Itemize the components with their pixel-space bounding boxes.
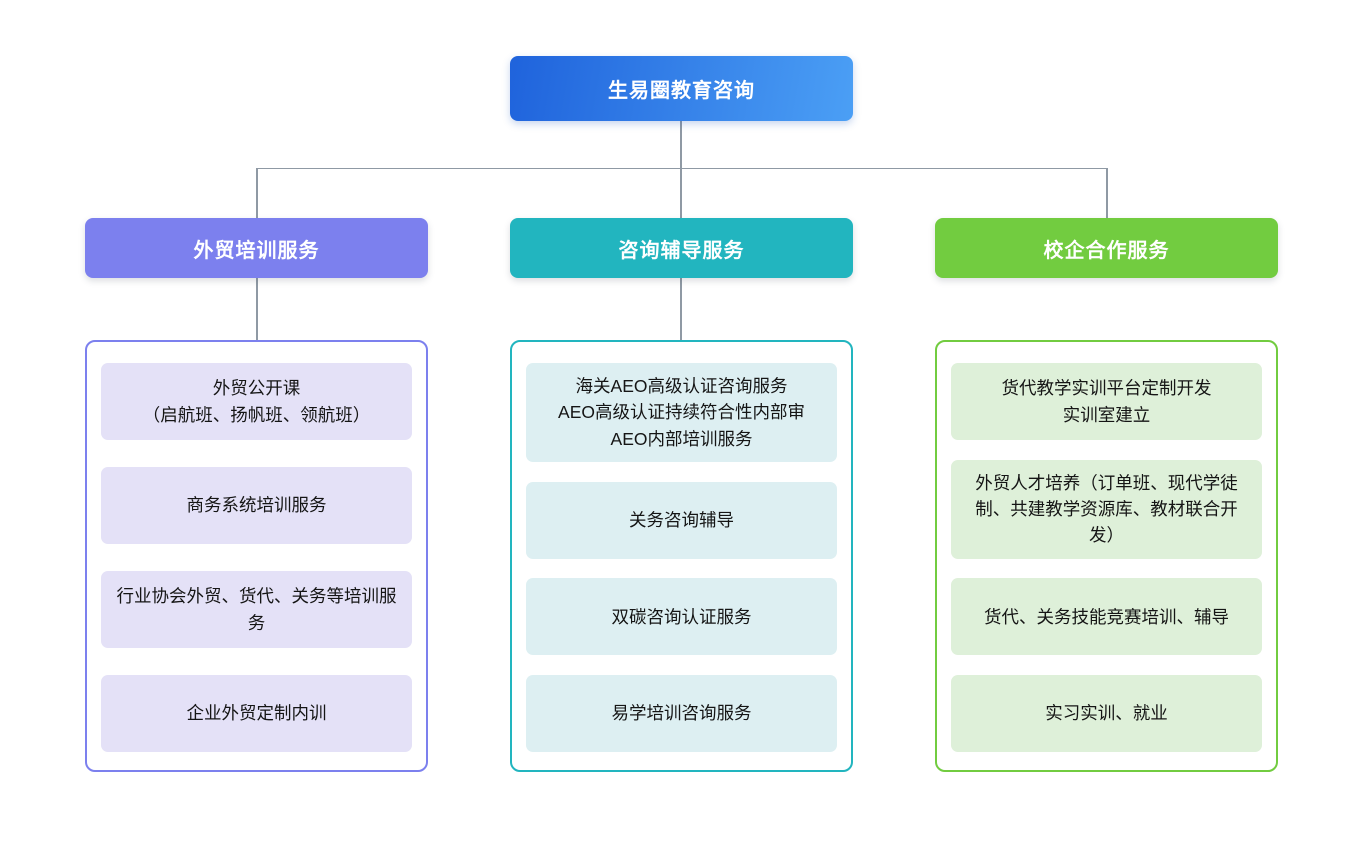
leaf-item-label: 行业协会外贸、货代、关务等培训服务: [116, 586, 397, 633]
connector-drop-branch-2: [680, 168, 682, 219]
branch-header-1[interactable]: 外贸培训服务: [85, 218, 428, 278]
leaf-item-label: 双碳咨询认证服务: [611, 606, 752, 627]
branch-container-3: 货代教学实训平台定制开发实训室建立外贸人才培养（订单班、现代学徒制、共建教学资源…: [935, 340, 1278, 772]
branch-title: 校企合作服务: [1043, 239, 1170, 262]
leaf-item[interactable]: 易学培训咨询服务: [526, 675, 837, 752]
branch-title: 外贸培训服务: [193, 239, 320, 262]
connector-horizontal-spread: [256, 167, 1107, 169]
leaf-item[interactable]: 货代、关务技能竞赛培训、辅导: [951, 578, 1262, 656]
leaf-item-label: 实习实训、就业: [1045, 703, 1168, 724]
connector-branch-2-to-box: [680, 278, 682, 340]
leaf-item[interactable]: 外贸人才培养（订单班、现代学徒制、共建教学资源库、教材联合开发）: [951, 459, 1262, 559]
leaf-item-label: 关务咨询辅导: [629, 509, 734, 530]
leaf-item[interactable]: 实习实训、就业: [951, 675, 1262, 752]
leaf-item-label: 外贸人才培养（订单班、现代学徒制、共建教学资源库、教材联合开发）: [975, 472, 1238, 546]
connector-root-vertical: [680, 121, 682, 168]
branch-title: 咨询辅导服务: [618, 239, 745, 262]
leaf-item[interactable]: 行业协会外贸、货代、关务等培训服务: [101, 571, 412, 648]
connector-drop-branch-1: [256, 168, 258, 219]
leaf-item-label: 商务系统培训服务: [186, 495, 327, 516]
leaf-item[interactable]: 外贸公开课（启航班、扬帆班、领航班）: [101, 363, 412, 440]
branch-header-3[interactable]: 校企合作服务: [935, 218, 1278, 278]
leaf-item[interactable]: 关务咨询辅导: [526, 481, 837, 559]
leaf-item[interactable]: 货代教学实训平台定制开发实训室建立: [951, 363, 1262, 440]
leaf-item[interactable]: 双碳咨询认证服务: [526, 578, 837, 656]
leaf-item[interactable]: 商务系统培训服务: [101, 467, 412, 544]
connector-branch-1-to-box: [256, 278, 258, 340]
branch-header-2[interactable]: 咨询辅导服务: [510, 218, 853, 278]
leaf-item[interactable]: 企业外贸定制内训: [101, 675, 412, 752]
root-node-title: 生易圈教育咨询: [608, 80, 755, 102]
leaf-item-label: 易学培训咨询服务: [611, 703, 752, 724]
root-node[interactable]: 生易圈教育咨询: [510, 56, 853, 121]
leaf-item-label: 货代教学实训平台定制开发实训室建立: [1001, 378, 1212, 425]
leaf-item-label: 企业外贸定制内训: [186, 703, 327, 724]
connector-drop-branch-3: [1106, 168, 1108, 219]
leaf-item-label: 货代、关务技能竞赛培训、辅导: [984, 606, 1229, 627]
leaf-item-label: 外贸公开课（启航班、扬帆班、领航班）: [142, 378, 371, 425]
branch-container-1: 外贸公开课（启航班、扬帆班、领航班） 商务系统培训服务行业协会外贸、货代、关务等培…: [85, 340, 428, 772]
